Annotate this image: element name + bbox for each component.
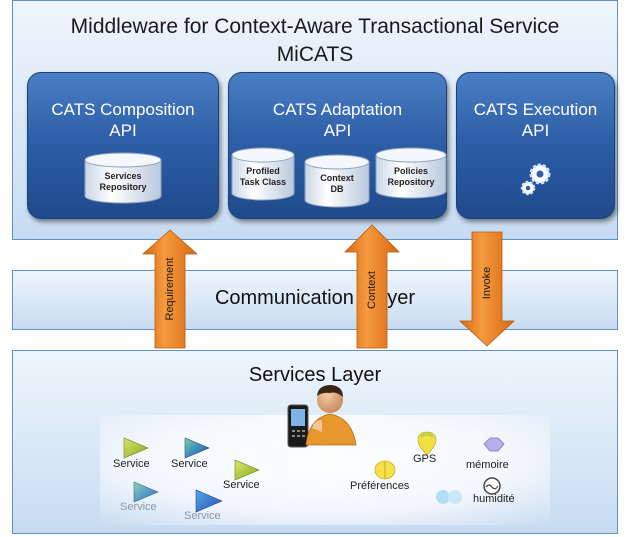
profiled-task-class-label-line2: Task Class [239, 177, 287, 187]
cats-execution-api-title: CATS Execution API [457, 99, 614, 141]
profiled-task-class-label-line1: Profiled [246, 166, 280, 176]
preferences-label: Préférences [350, 480, 410, 492]
service-icon-1 [123, 437, 149, 459]
middleware-acronym: MiCATS [276, 43, 354, 66]
humidite-icon [483, 477, 501, 495]
gps-icon [417, 431, 437, 456]
memoire-icon [483, 437, 505, 452]
cats-adaptation-api-title: CATS Adaptation API [229, 99, 446, 141]
context-db-label-line1: Context [320, 173, 354, 183]
humidite-label: humidité [473, 493, 515, 505]
cats-composition-api-box: CATS Composition API [27, 72, 219, 219]
gps-label: GPS [413, 453, 437, 465]
services-repository-label-line1: Services [104, 171, 142, 181]
policies-repository-db-icon [375, 147, 447, 199]
bubble-cluster-icon [436, 490, 462, 504]
service-icon-3 [234, 459, 260, 481]
profiled-task-class-db-icon [231, 147, 295, 201]
cats-execution-title-line1: CATS Execution [473, 100, 598, 119]
service-icon-4 [133, 481, 159, 503]
user-avatar-icon [305, 385, 357, 446]
policies-repository-label-line2: Repository [387, 177, 435, 187]
cats-composition-title-line1: CATS Composition [51, 100, 195, 119]
service-icon-2 [184, 437, 210, 459]
services-repository-label: Services Repository [85, 171, 161, 193]
communication-layer: Communication Layer [12, 270, 618, 330]
services-repository-db-icon [84, 152, 162, 204]
service-label-1: Service [113, 458, 150, 470]
policies-repository-label: Policies Repository [376, 166, 446, 188]
context-arrow [344, 224, 400, 349]
requirement-arrow [141, 229, 199, 349]
cats-composition-api-title: CATS Composition API [28, 99, 218, 141]
service-label-2: Service [171, 458, 208, 470]
memoire-label: mémoire [466, 459, 509, 471]
invoke-arrow [458, 231, 516, 347]
profiled-task-class-label: Profiled Task Class [232, 166, 294, 188]
cats-adaptation-title-line1: CATS Adaptation [272, 100, 403, 119]
services-repository-label-line2: Repository [99, 182, 147, 192]
policies-repository-label-line1: Policies [393, 166, 429, 176]
context-db-label: Context DB [305, 173, 369, 195]
services-layer-title: Services Layer [248, 364, 382, 386]
context-db-label-line2: DB [330, 184, 344, 194]
mobile-phone-icon [287, 404, 309, 448]
cats-execution-title-line2: API [521, 121, 550, 140]
service-icon-5 [195, 489, 223, 513]
middleware-title: Middleware for Context-Aware Transaction… [70, 15, 560, 38]
service-label-3: Service [223, 479, 260, 491]
cats-composition-title-line2: API [109, 121, 137, 140]
cats-adaptation-title-line2: API [323, 121, 352, 140]
service-label-4: Service [120, 501, 157, 513]
cats-execution-api-box: CATS Execution API [456, 72, 615, 219]
service-label-5: Service [184, 510, 221, 522]
gears-icon [520, 163, 551, 196]
preferences-icon [374, 460, 396, 480]
context-db-icon [304, 154, 370, 208]
